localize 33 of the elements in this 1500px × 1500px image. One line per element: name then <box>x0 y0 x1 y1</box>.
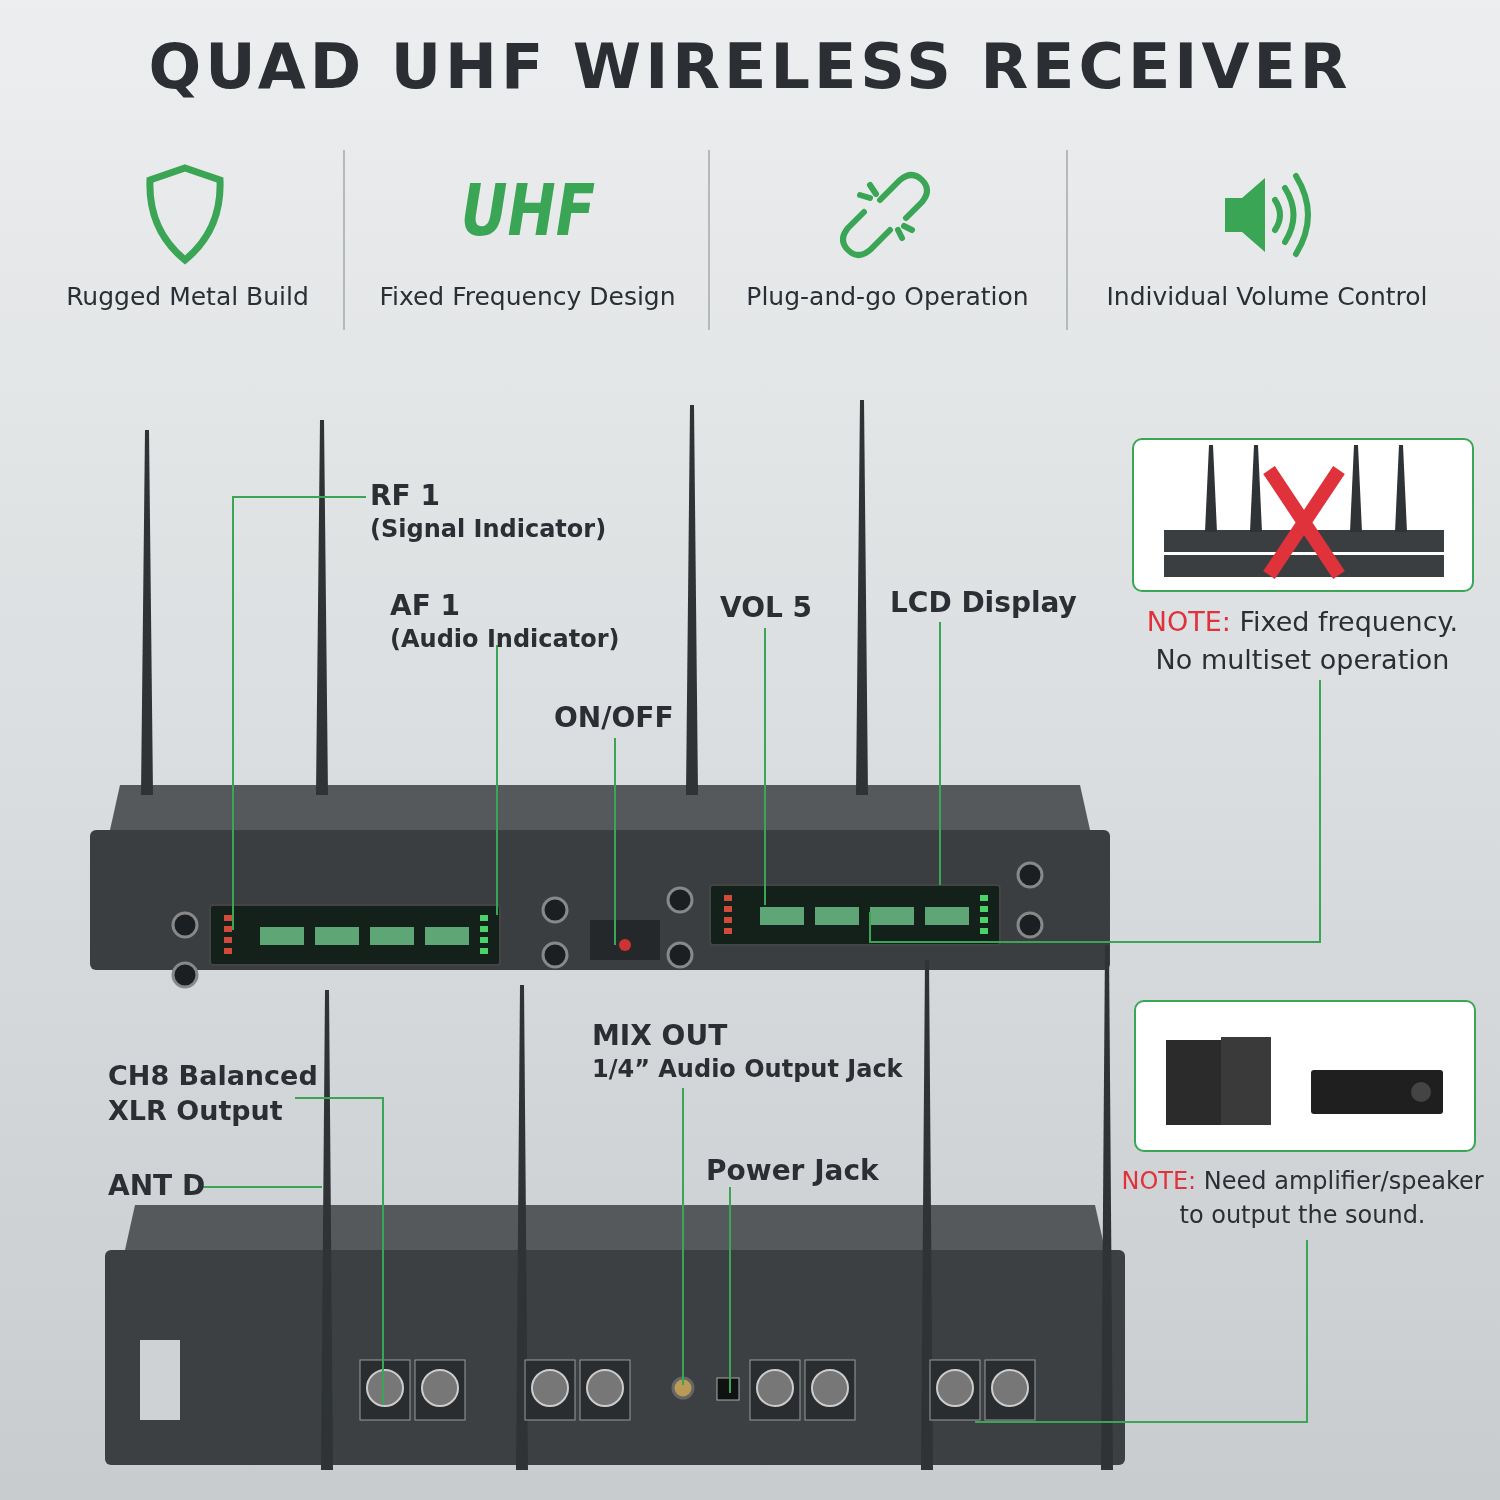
callout-label: ON/OFF <box>554 700 674 736</box>
inset-panel <box>1132 438 1474 592</box>
leader-line <box>729 1186 731 1394</box>
leader-line <box>614 737 616 946</box>
callout-sublabel: (Audio Indicator) <box>390 624 620 656</box>
feature-label: Fixed Frequency Design <box>379 282 676 311</box>
title: QUAD UHF WIRELESS RECEIVER <box>147 30 1353 103</box>
leader-line <box>682 1087 684 1386</box>
leader-line <box>869 679 1321 943</box>
note-text: NOTE: Need amplifier/speaker to output the sound. <box>1120 1166 1485 1231</box>
leader-line <box>764 627 766 906</box>
leader-line <box>496 644 498 916</box>
callout-label: RF 1 <box>370 478 440 514</box>
feature-label: Plug-and-go Operation <box>746 282 1029 311</box>
leader-line <box>939 621 941 886</box>
leader-line <box>202 1186 323 1188</box>
leader-line <box>974 1239 1308 1423</box>
callout-sublabel: 1/4” Audio Output Jack <box>592 1054 903 1086</box>
inset-panel <box>1134 1000 1476 1152</box>
feature-label: Rugged Metal Build <box>66 282 309 311</box>
feature-heading: UHF <box>460 167 595 254</box>
leader-line <box>294 1097 384 1406</box>
feature-label: Individual Volume Control <box>1106 282 1428 311</box>
callout-label: ANT D <box>108 1168 206 1204</box>
callout-label: VOL 5 <box>720 590 813 626</box>
callout-label: CH8 Balanced XLR Output <box>108 1060 318 1127</box>
leader-line <box>232 496 367 931</box>
callout-label: LCD Display <box>890 585 1077 621</box>
callout-label: AF 1 <box>390 588 461 624</box>
note-text: NOTE: Fixed frequency. No multiset operation <box>1145 605 1460 677</box>
callout-label: Power Jack <box>706 1153 879 1189</box>
callout-sublabel: (Signal Indicator) <box>370 514 607 546</box>
callout-label: MIX OUT <box>592 1018 728 1054</box>
